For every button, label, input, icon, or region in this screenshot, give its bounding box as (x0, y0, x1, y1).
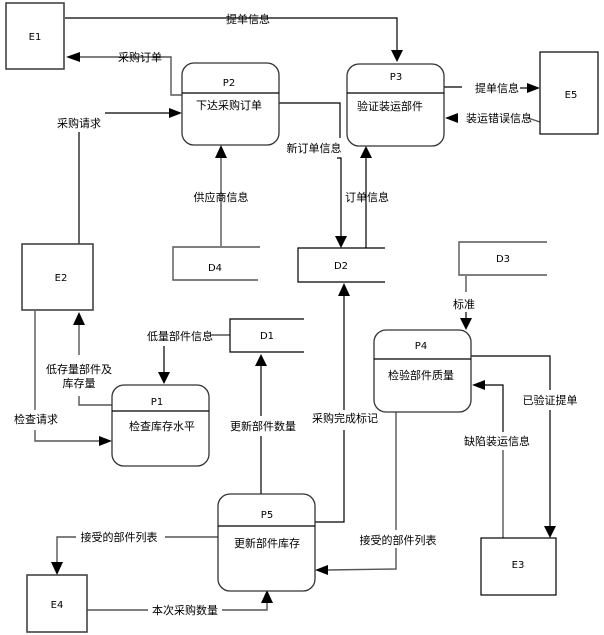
flow-label-p4-p5: 接受的部件列表 (360, 533, 437, 547)
flow-e2-to-p2 (78, 108, 182, 244)
entity-e1-label: E1 (29, 32, 42, 43)
process-p1-name: 检查库存水平 (129, 419, 195, 433)
flow-label-p4-e3: 已验证提单 (523, 393, 578, 407)
entity-e1[interactable]: E1 (5, 2, 65, 70)
process-p2-name: 下达采购订单 (196, 98, 262, 112)
flow-p2-to-d2 (279, 102, 347, 248)
flow-d2-to-p3 (360, 146, 372, 248)
flow-p5-to-d2 (315, 283, 350, 523)
flow-label-e2-p2: 采购请求 (57, 116, 101, 130)
flow-e4-to-p5 (87, 590, 273, 611)
flow-label-e4-p5: 本次采购数量 (152, 603, 218, 617)
flow-p4-to-p5 (315, 410, 397, 575)
entity-e2[interactable]: E2 (21, 243, 94, 311)
flow-p1-to-e2 (73, 312, 112, 406)
process-p4-id: P4 (415, 341, 427, 352)
flow-e2-to-p1 (34, 311, 112, 446)
flow-p5-to-e4 (51, 536, 218, 575)
store-d4-label: D4 (208, 263, 222, 274)
store-d4[interactable]: D4 (172, 246, 260, 281)
flow-d1-to-p1 (158, 334, 230, 384)
process-p3-id: P3 (390, 72, 402, 83)
process-p5-name: 更新部件库存 (234, 536, 300, 550)
flow-p3-to-e5 (444, 83, 540, 93)
process-p5[interactable]: P5 更新部件库存 (217, 493, 316, 592)
store-d3-label: D3 (496, 254, 510, 265)
process-p2[interactable]: P2 下达采购订单 (181, 62, 280, 146)
process-p4-name: 检验部件质量 (388, 368, 454, 382)
flow-label-d4-p2: 供应商信息 (194, 190, 249, 204)
process-p1-id: P1 (151, 397, 163, 408)
process-p1[interactable]: P1 检查库存水平 (111, 384, 210, 467)
entity-e5-label: E5 (565, 90, 578, 101)
entity-e4-label: E4 (51, 600, 64, 611)
flow-label-e3-p4: 缺陷装运信息 (464, 434, 530, 448)
process-p4[interactable]: P4 检验部件质量 (373, 329, 472, 413)
process-p2-id: P2 (223, 78, 235, 89)
entity-e5[interactable]: E5 (539, 51, 599, 135)
flow-label-p1-e2-line1: 低存量部件及 (46, 362, 112, 376)
store-d1-label: D1 (260, 331, 274, 342)
flow-d4-to-p2 (215, 145, 227, 246)
store-d2[interactable]: D2 (297, 247, 385, 283)
flow-label-p5-e4: 接受的部件列表 (81, 530, 158, 544)
flow-e1-to-p3 (65, 17, 403, 62)
flow-d3-to-p4 (460, 276, 472, 330)
flow-label-d2-p3: 订单信息 (345, 190, 389, 204)
store-d3[interactable]: D3 (458, 241, 547, 276)
flow-p4-to-e3 (471, 355, 556, 538)
flow-e5-to-p3 (445, 113, 541, 123)
process-p3-name: 验证装运部件 (357, 99, 423, 113)
flow-label-p5-d1: 更新部件数量 (230, 419, 296, 433)
flow-label-d1-p1: 低量部件信息 (147, 329, 213, 343)
flow-label-p3-e5: 提单信息 (475, 81, 519, 95)
flow-label-e1-p3: 提单信息 (226, 12, 270, 26)
flow-label-e5-p3: 装运错误信息 (466, 111, 532, 125)
flow-label-d3-p4: 标准 (453, 297, 475, 311)
flow-p2-to-e1 (66, 52, 182, 96)
flow-p5-to-d1 (255, 354, 267, 495)
process-p5-id: P5 (261, 510, 273, 521)
flow-label-p1-e2-line2: 库存量 (63, 376, 96, 390)
flow-label-e2-p1: 检查请求 (14, 412, 58, 426)
entity-e3[interactable]: E3 (480, 537, 557, 596)
flow-label-p2-e1: 采购订单 (118, 50, 162, 64)
entity-e4[interactable]: E4 (26, 574, 88, 633)
flow-label-p5-d2: 采购完成标记 (312, 411, 378, 425)
flow-e3-to-p4 (472, 380, 504, 538)
entity-e2-label: E2 (55, 273, 68, 284)
flow-label-p2-d2: 新订单信息 (287, 141, 342, 155)
process-p3[interactable]: P3 验证装运部件 (346, 63, 445, 147)
store-d2-label: D2 (334, 261, 348, 272)
store-d1[interactable]: D1 (229, 318, 304, 353)
entity-e3-label: E3 (512, 560, 525, 571)
